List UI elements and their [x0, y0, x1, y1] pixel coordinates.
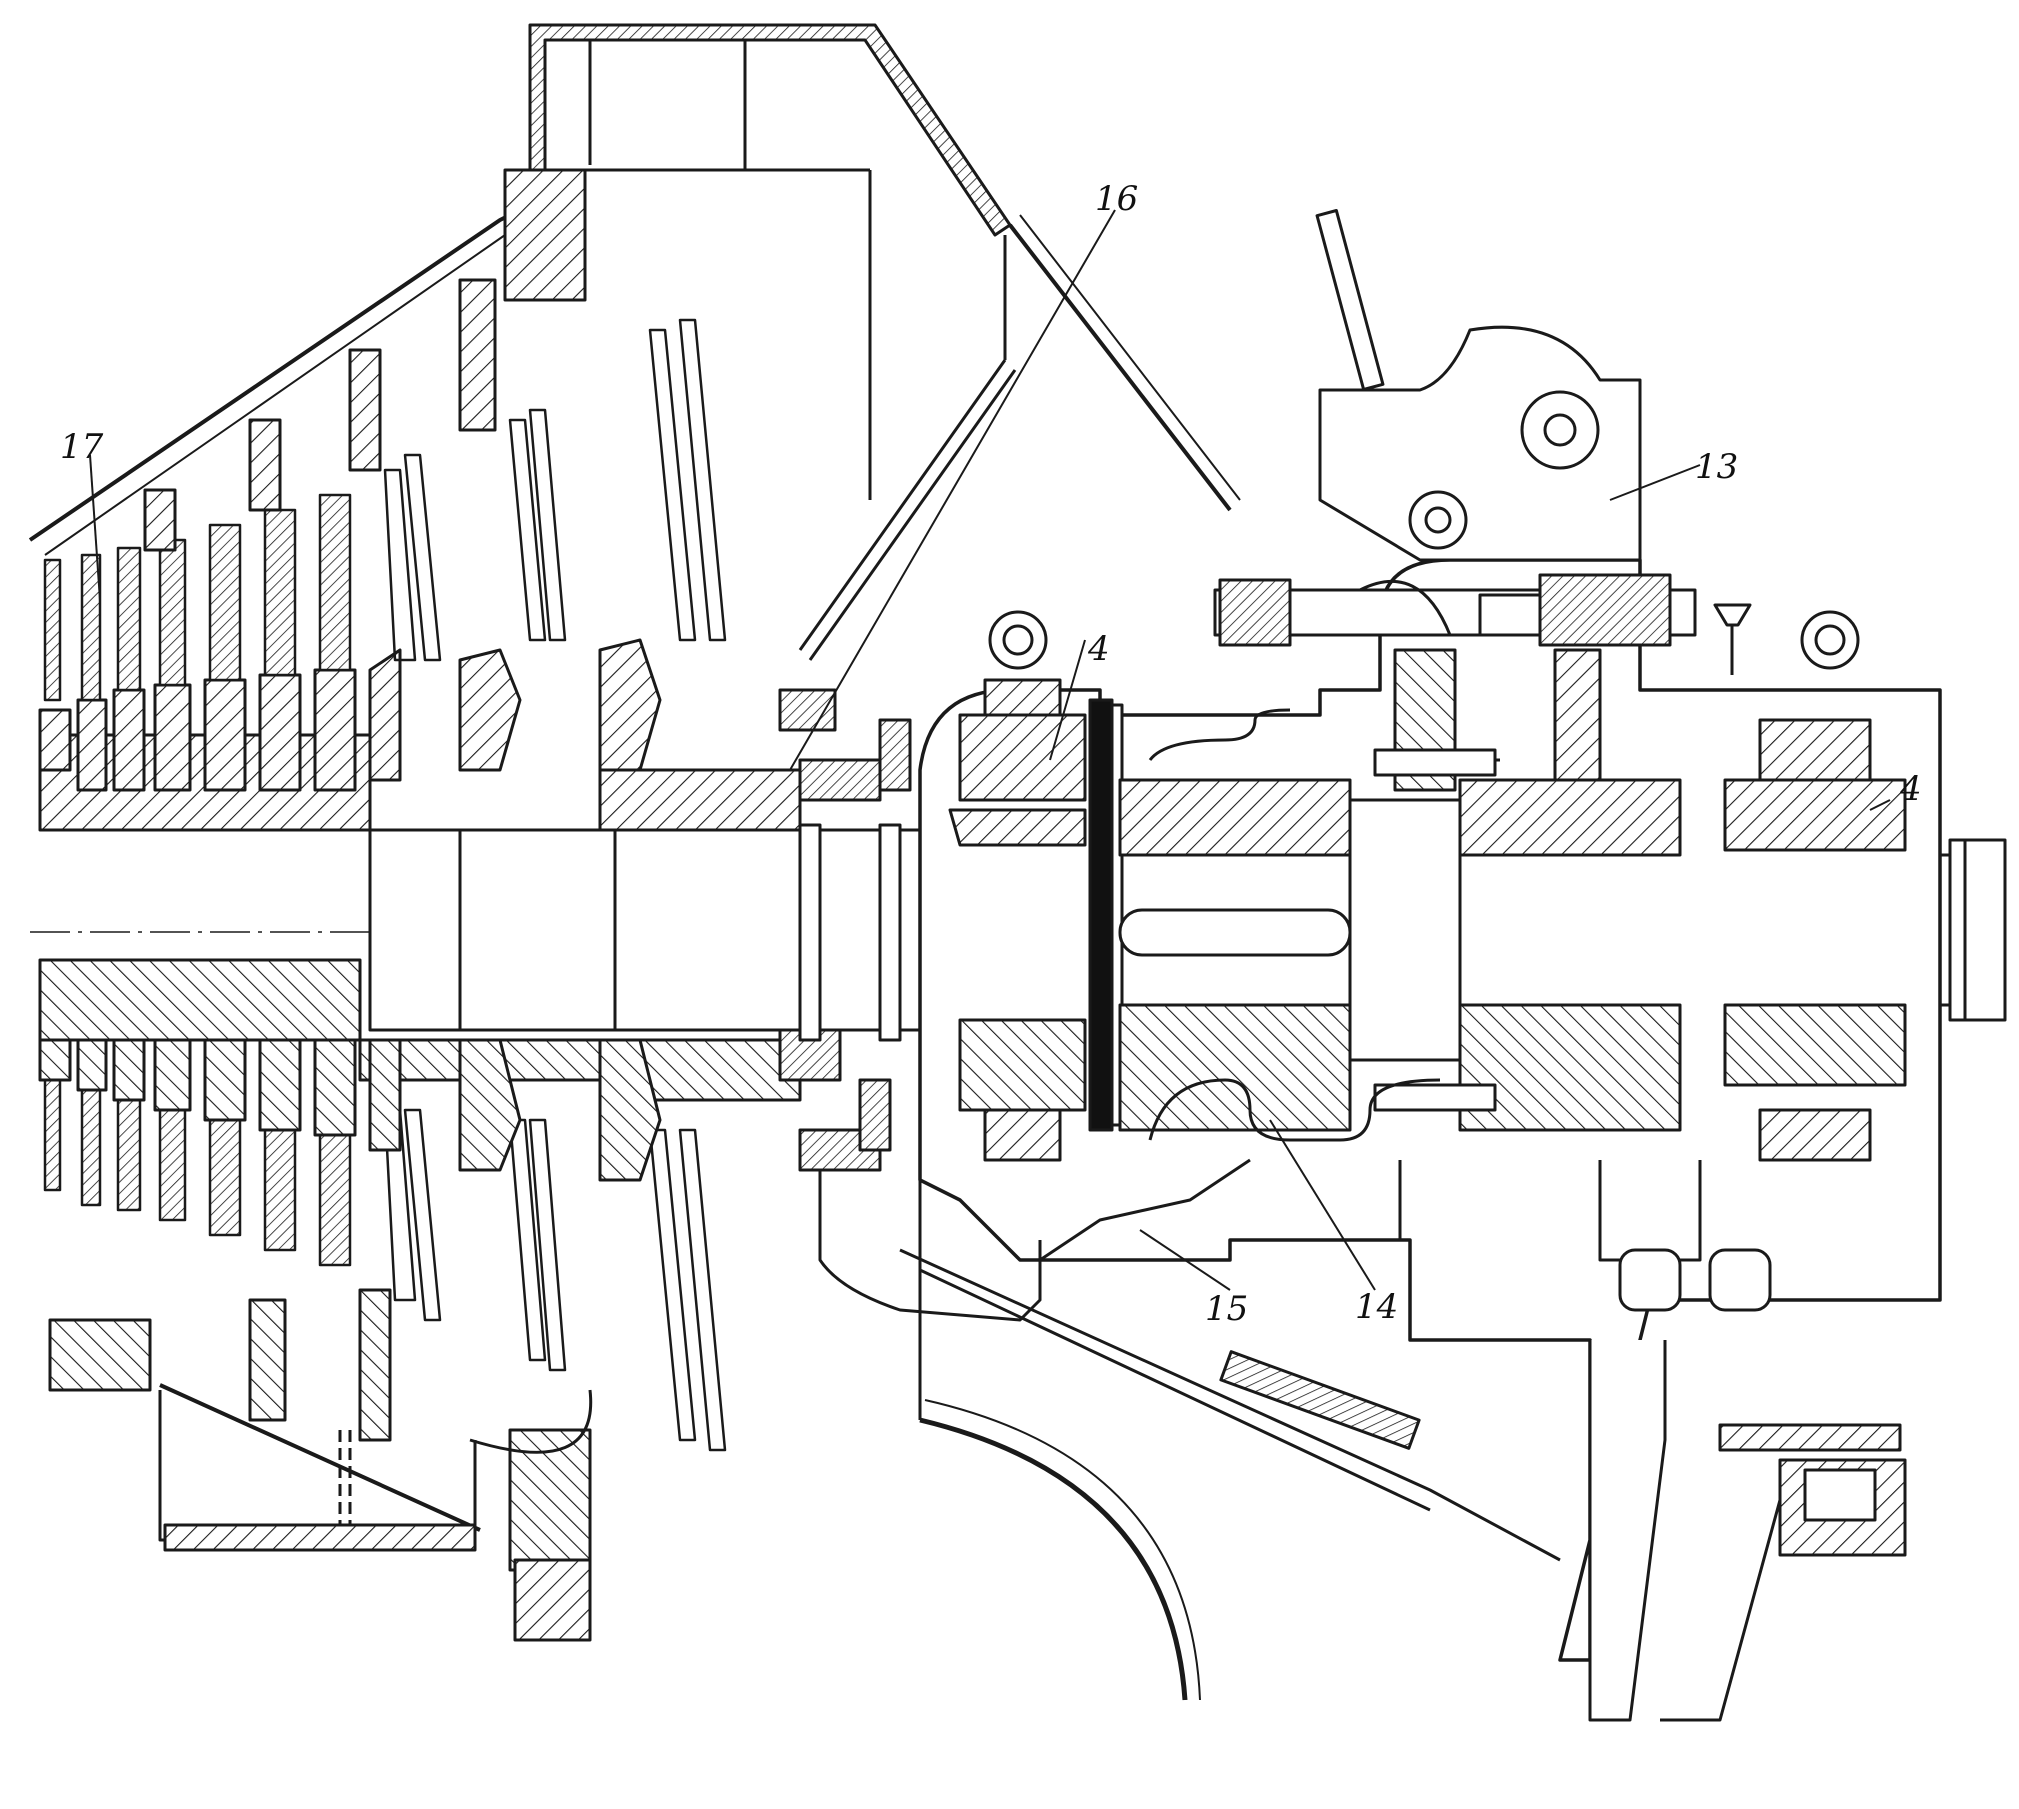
lever-arm [1315, 208, 1385, 392]
coupling-cover [1148, 1078, 1441, 1142]
callout-labels: 17 16 13 4 4 15 14 [60, 179, 1922, 1329]
coupling-spacer [1348, 798, 1462, 1062]
foundation-pedestal [1588, 1340, 1667, 1722]
shaft-bore [368, 828, 802, 1032]
casing-ribs-lower [48, 1288, 592, 1572]
callout-15: 15 [1205, 1289, 1248, 1329]
oil-cup [1713, 603, 1752, 627]
pedestal-cap [1318, 325, 1642, 562]
callout-14: 14 [1355, 1287, 1398, 1327]
callout-4-right: 4 [1899, 769, 1922, 809]
callout-13: 13 [1695, 447, 1738, 487]
exhaust-curve-lower [469, 1389, 593, 1454]
lower-support-block [513, 1558, 592, 1642]
exhaust-hood-top [528, 23, 1012, 237]
callout-4-left: 4 [1087, 629, 1110, 669]
callout-leaders [89, 209, 1891, 1291]
casing-ribs-upper [143, 168, 587, 552]
exhaust-lower-foot [163, 1523, 477, 1552]
coupling-keyway [1118, 908, 1352, 957]
exhaust-lower-box [158, 1390, 477, 1542]
casing-upper-cone-inner [44, 234, 506, 556]
worm-wheel [1553, 648, 1602, 792]
journal-bearing-right [1723, 778, 1907, 852]
blades-upper [43, 318, 727, 702]
coupling-hub-left [1118, 778, 1352, 857]
shaft-coupling-end [1948, 838, 2007, 1022]
callout-16: 16 [1095, 179, 1138, 219]
journal-bearing-left [948, 808, 1087, 847]
gland-seals [778, 688, 912, 1172]
coupling-flange [1088, 698, 1114, 1132]
coupling-hub-right [1458, 778, 1682, 857]
casing-lower-cone [159, 1383, 481, 1532]
callout-17: 17 [60, 427, 104, 467]
housing-lower-frame [818, 1160, 1042, 1322]
sloped-support-plate [899, 1248, 1561, 1562]
disk-group-lower [38, 1038, 662, 1182]
seal-ring [798, 823, 822, 1042]
exhaust-duct-curve [919, 1417, 1188, 1701]
